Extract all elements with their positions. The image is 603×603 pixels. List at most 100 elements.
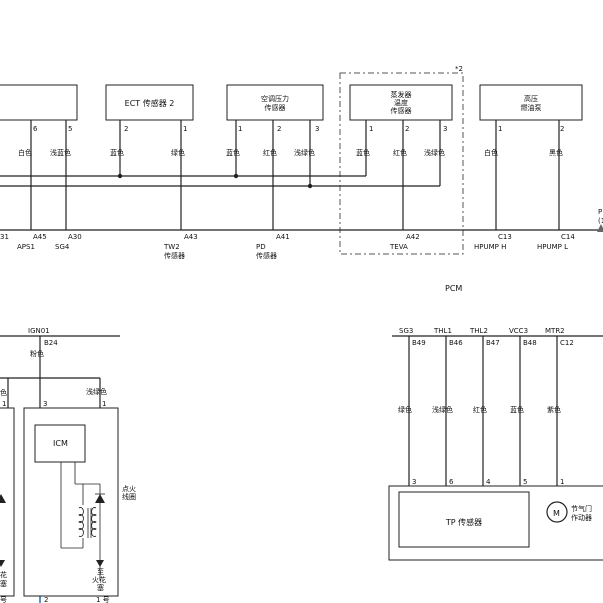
b24-label: B24 [44,339,58,347]
signal-aps1: APS1 [17,243,35,251]
signal-pd-sub: 传感器 [256,251,277,260]
dashed-frame [339,72,464,255]
junction-dot [117,173,123,179]
pin-1b: 1 [102,400,106,408]
wire-color-label: 白色 [484,148,498,157]
pcm-pin-b48: B48 [523,339,537,347]
evaporator-label-3: 传感器 [391,106,412,115]
edge-spark-2: 塞 [0,579,7,588]
tp-pin-1: 1 [560,478,564,486]
note-mark: *2 [455,65,463,73]
wire-color-label: 浅绿色 [424,148,445,157]
pin-6: 6 [33,125,38,133]
ac-pressure-label-1: 空调压力 [261,94,289,103]
edge-label-paren: (1 [598,217,603,225]
signal-thl2: THL2 [469,327,488,335]
pcm-pin-b46: B46 [449,339,463,347]
ign01-label: IGN01 [28,327,50,335]
lt-green-label: 浅绿色 [86,387,107,396]
wire-color-purple: 紫色 [547,405,561,414]
wire-color-label: 绿色 [171,148,185,157]
signal-tw2: TW2 [163,243,180,251]
coil-circuit [60,462,105,580]
signal-pd: PD [256,243,266,251]
evaporator-label-1: 蒸发器 [391,90,412,99]
pin-5: 5 [68,125,72,133]
coil-label-2: 线圈 [122,492,136,501]
spark-label-3: 塞 [97,583,104,592]
signal-teva: TEVA [389,243,408,251]
ect2-sensor-box [105,84,194,121]
signal-hpump-h: HPUMP H [474,243,506,251]
tp-sensor-box [398,491,530,548]
junction-dot [307,183,313,189]
left-sensor-box [0,84,78,121]
motor-label: M [553,509,560,518]
diode-icon [0,494,6,503]
pcm-pin-a42: A42 [406,233,420,241]
tp-pin-5: 5 [523,478,527,486]
wire-color-label: 蓝色 [356,148,370,157]
tp-pin-6: 6 [449,478,454,486]
spark-label-2: 火花 [92,575,106,584]
ac-pin-2: 2 [277,125,281,133]
pcm-pin-c14: C14 [561,233,575,241]
wire-color-lt-green: 浅绿色 [432,405,453,414]
pcm-label: PCM [445,284,462,293]
throttle-label-2: 作动器 [571,513,592,522]
pin-1a: 1 [2,400,6,408]
tp-sensor-label: TP 传感器 [445,517,482,527]
ev-pin-3: 3 [443,125,447,133]
pcm-pin-a45: A45 [33,233,47,241]
wire-color-blue: 蓝色 [510,405,524,414]
wire-color-label: 浅绿色 [294,148,315,157]
bottom-pin-1: 1 号 [96,596,110,603]
ac-pressure-sensor-box [226,84,324,121]
edge-color-label: 色 [0,388,7,397]
junction-dot [233,173,239,179]
ect-pin-2: 2 [124,125,128,133]
arrow-down-icon [0,560,5,567]
top-wires [0,120,560,230]
pcm-pin-c12: C12 [560,339,574,347]
signal-tw2-sub: 传感器 [164,251,185,260]
edge-num: 号 [0,596,7,603]
wire-color-label: 红色 [393,148,407,157]
tp-pin-3: 3 [412,478,416,486]
evaporator-label-2: 温度 [394,98,408,107]
hp-pin-1: 1 [498,125,502,133]
pink-label: 粉色 [30,349,44,358]
ect2-label: ECT 传感器 2 [125,98,175,108]
wire-color-label: 白色 [18,148,32,157]
hp-pin-2: 2 [560,125,564,133]
pcm-pin-c13: C13 [498,233,512,241]
warning-triangle-icon [597,224,603,232]
hp-pump-label-1: 高压 [524,94,538,103]
wire-color-red: 红色 [473,405,487,414]
ac-pin-1: 1 [238,125,242,133]
pcm-pin-b47: B47 [486,339,500,347]
ev-pin-1: 1 [369,125,373,133]
motor-icon [546,501,568,523]
wire-color-green: 绿色 [398,405,412,414]
icm-box [34,424,86,463]
signal-vcc3: VCC3 [509,327,528,335]
pcm-pin-a41: A41 [276,233,290,241]
signal-hpump-l: HPUMP L [537,243,568,251]
ac-pressure-label-2: 传感器 [265,103,286,112]
pcm-pin-a43: A43 [184,233,198,241]
evaporator-sensor-box [349,84,453,121]
tp-pin-4: 4 [486,478,491,486]
coil-label-1: 点火 [122,485,136,493]
wire-color-label: 黑色 [549,148,563,157]
edge-spark-1: 花 [0,570,7,579]
hp-pump-label-2: 燃油泵 [521,103,542,112]
bottom-pin-2: 2 [44,596,48,603]
high-pressure-pump-box [479,84,583,121]
pcm-pin-31: 31 [0,233,9,241]
signal-sg4: SG4 [55,243,70,251]
ac-pin-3: 3 [315,125,319,133]
icm-label: ICM [53,439,68,448]
edge-label-p: P [598,208,602,216]
pcm-pin-a30: A30 [68,233,82,241]
